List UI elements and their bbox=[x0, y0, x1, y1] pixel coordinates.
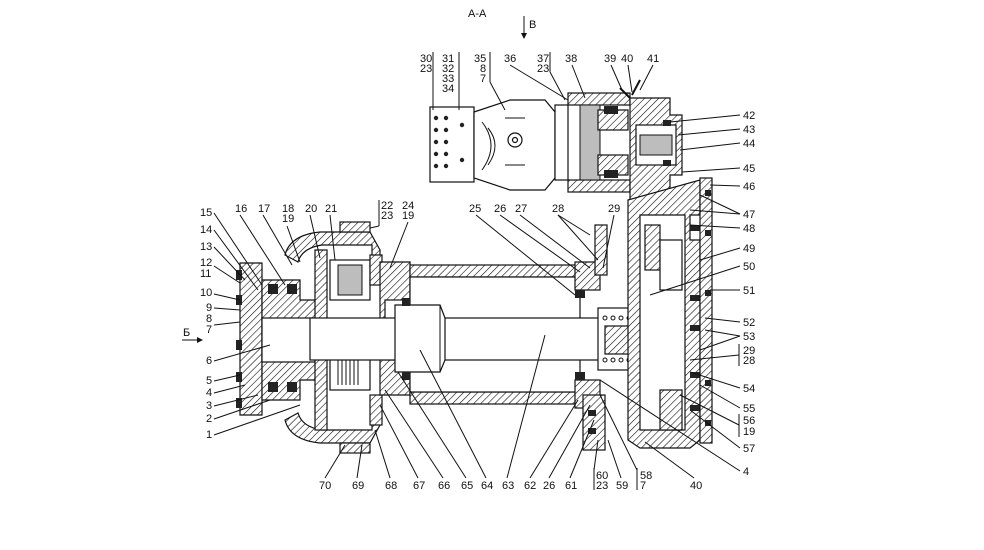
part-label-70: 70 bbox=[319, 480, 331, 492]
part-label-13: 13 bbox=[200, 241, 212, 253]
part-label-68: 68 bbox=[385, 480, 397, 492]
part-label-41: 41 bbox=[647, 53, 659, 65]
part-label-52: 52 bbox=[743, 317, 755, 329]
part-label-22: 22 bbox=[381, 200, 393, 212]
part-label-39: 39 bbox=[604, 53, 616, 65]
part-label-61: 61 bbox=[565, 480, 577, 492]
part-label-23: 23 bbox=[537, 63, 549, 75]
view-b-label: В bbox=[529, 19, 536, 31]
part-label-18: 18 bbox=[282, 203, 294, 215]
part-label-12: 12 bbox=[200, 257, 212, 269]
part-label-30: 30 bbox=[420, 53, 432, 65]
part-label-42: 42 bbox=[743, 110, 755, 122]
part-label-56: 56 bbox=[743, 415, 755, 427]
part-label-3: 3 bbox=[206, 400, 212, 412]
top-left-part-labels: 16 17 18 19 20 21 22 23 24 19 25 26 27 2… bbox=[235, 200, 620, 225]
part-label-4: 4 bbox=[743, 466, 749, 478]
part-label-69: 69 bbox=[352, 480, 364, 492]
part-label-5: 5 bbox=[206, 375, 212, 387]
motor-part-labels: 30 23 31 32 33 34 35 8 7 36 37 23 38 39 … bbox=[420, 53, 659, 95]
part-label-8: 8 bbox=[206, 313, 212, 325]
left-part-labels: 15 14 13 12 11 10 9 8 7 6 5 4 3 2 1 bbox=[200, 207, 212, 441]
part-label-7: 7 bbox=[640, 480, 646, 492]
part-label-51: 51 bbox=[743, 285, 755, 297]
part-label-40: 40 bbox=[621, 53, 633, 65]
view-bb-label: Б bbox=[183, 327, 190, 339]
leader-lines bbox=[213, 52, 741, 490]
part-label-29: 29 bbox=[608, 203, 620, 215]
part-label-36: 36 bbox=[504, 53, 516, 65]
part-label-19: 19 bbox=[743, 426, 755, 438]
part-label-65: 65 bbox=[461, 480, 473, 492]
part-label-45: 45 bbox=[743, 163, 755, 175]
part-label-26: 26 bbox=[494, 203, 506, 215]
part-label-46: 46 bbox=[743, 181, 755, 193]
motor-unit bbox=[429, 79, 683, 201]
part-label-2: 2 bbox=[206, 413, 212, 425]
part-label-17: 17 bbox=[258, 203, 270, 215]
part-label-23: 23 bbox=[381, 210, 393, 222]
part-label-19: 19 bbox=[402, 210, 414, 222]
part-label-10: 10 bbox=[200, 287, 212, 299]
part-label-28: 28 bbox=[743, 355, 755, 367]
part-label-53: 53 bbox=[743, 331, 755, 343]
part-label-9: 9 bbox=[206, 302, 212, 314]
view-b-arrow: В bbox=[521, 16, 536, 39]
part-label-62: 62 bbox=[524, 480, 536, 492]
part-label-28: 28 bbox=[552, 203, 564, 215]
part-label-48: 48 bbox=[743, 223, 755, 235]
part-label-23: 23 bbox=[596, 480, 608, 492]
part-label-67: 67 bbox=[413, 480, 425, 492]
part-label-38: 38 bbox=[565, 53, 577, 65]
bottom-part-labels: 70 69 68 67 66 65 64 63 62 26 61 60 23 5… bbox=[319, 470, 702, 492]
part-label-29: 29 bbox=[743, 345, 755, 357]
part-label-23: 23 bbox=[420, 63, 432, 75]
part-label-58: 58 bbox=[640, 470, 652, 482]
part-label-55: 55 bbox=[743, 403, 755, 415]
part-label-27: 27 bbox=[515, 203, 527, 215]
right-part-labels: 42 43 44 45 46 47 48 49 50 51 52 53 29 2… bbox=[743, 110, 755, 478]
part-label-50: 50 bbox=[743, 261, 755, 273]
part-label-25: 25 bbox=[469, 203, 481, 215]
part-label-16: 16 bbox=[235, 203, 247, 215]
part-label-47: 47 bbox=[743, 209, 755, 221]
part-label-34: 34 bbox=[442, 83, 454, 95]
part-label-59: 59 bbox=[616, 480, 628, 492]
part-label-44: 44 bbox=[743, 138, 755, 150]
part-label-7: 7 bbox=[206, 324, 212, 336]
part-label-49: 49 bbox=[743, 243, 755, 255]
part-label-15: 15 bbox=[200, 207, 212, 219]
part-label-11: 11 bbox=[200, 268, 211, 280]
part-label-63: 63 bbox=[502, 480, 514, 492]
part-label-26: 26 bbox=[543, 480, 555, 492]
part-label-31: 31 bbox=[442, 53, 454, 65]
part-label-40: 40 bbox=[690, 480, 702, 492]
view-bb-arrow: Б bbox=[182, 327, 203, 343]
part-label-43: 43 bbox=[743, 124, 755, 136]
part-label-4: 4 bbox=[206, 387, 212, 399]
part-label-35: 35 bbox=[474, 53, 486, 65]
part-label-66: 66 bbox=[438, 480, 450, 492]
part-label-64: 64 bbox=[481, 480, 493, 492]
part-label-21: 21 bbox=[325, 203, 337, 215]
part-label-57: 57 bbox=[743, 443, 755, 455]
part-label-19: 19 bbox=[282, 213, 294, 225]
part-label-20: 20 bbox=[305, 203, 317, 215]
part-label-8: 8 bbox=[480, 63, 486, 75]
part-label-54: 54 bbox=[743, 383, 755, 395]
part-label-60: 60 bbox=[596, 470, 608, 482]
part-label-37: 37 bbox=[537, 53, 549, 65]
section-title: А-А bbox=[468, 8, 487, 20]
part-label-1: 1 bbox=[206, 429, 212, 441]
part-label-24: 24 bbox=[402, 200, 414, 212]
part-label-33: 33 bbox=[442, 73, 454, 85]
winch-assembly bbox=[236, 177, 713, 454]
part-label-32: 32 bbox=[442, 63, 454, 75]
part-label-14: 14 bbox=[200, 224, 212, 236]
part-label-7: 7 bbox=[480, 73, 486, 85]
part-label-6: 6 bbox=[206, 355, 212, 367]
